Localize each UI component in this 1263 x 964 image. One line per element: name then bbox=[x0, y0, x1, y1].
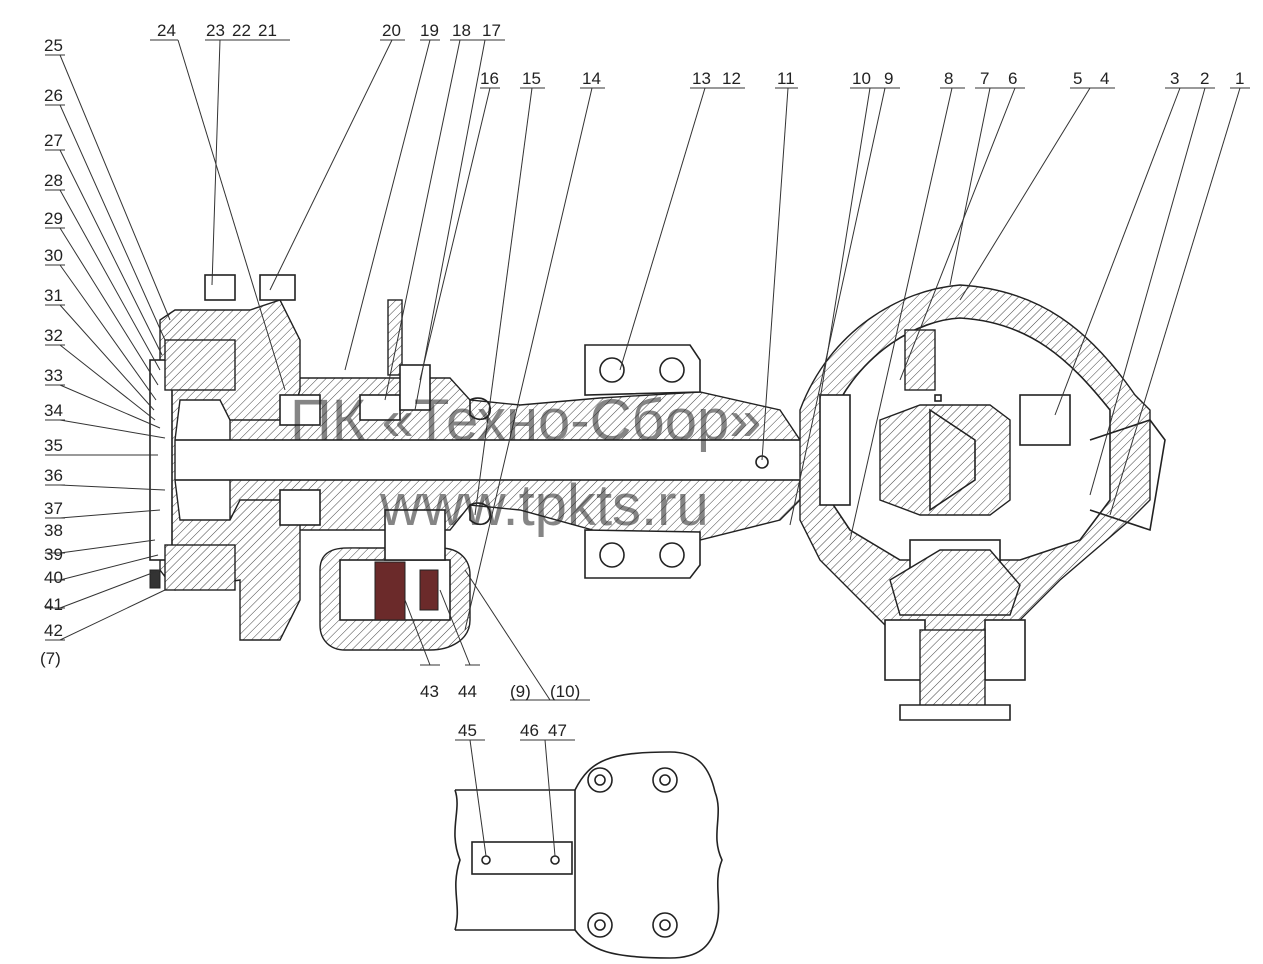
callout-5: 5 bbox=[1073, 69, 1082, 88]
callout-7-ref: (7) bbox=[40, 649, 61, 668]
callout-10-ref: (10) bbox=[550, 682, 580, 701]
callout-14: 14 bbox=[582, 69, 601, 88]
rubber-mount bbox=[319, 509, 471, 651]
callout-15: 15 bbox=[522, 69, 541, 88]
callout-10: 10 bbox=[852, 69, 871, 88]
callout-22: 22 bbox=[232, 21, 251, 40]
watermark-line-2: www.tpkts.ru bbox=[379, 473, 709, 538]
callout-numbers: 24 23 22 21 20 19 18 17 16 15 14 13 12 1… bbox=[40, 21, 1244, 740]
watermark-line-1: ПК «Техно-Сбор» bbox=[290, 388, 761, 453]
callout-18: 18 bbox=[452, 21, 471, 40]
leader-lines bbox=[45, 39, 1250, 857]
callout-7: 7 bbox=[980, 69, 989, 88]
wheel-hub bbox=[149, 274, 321, 641]
callout-27: 27 bbox=[44, 131, 63, 150]
callout-31: 31 bbox=[44, 286, 63, 305]
callout-29: 29 bbox=[44, 209, 63, 228]
callout-25: 25 bbox=[44, 36, 63, 55]
callout-43: 43 bbox=[420, 682, 439, 701]
detail-view bbox=[454, 751, 723, 959]
callout-26: 26 bbox=[44, 86, 63, 105]
callout-23: 23 bbox=[206, 21, 225, 40]
callout-6: 6 bbox=[1008, 69, 1017, 88]
callout-47: 47 bbox=[548, 721, 567, 740]
callout-19: 19 bbox=[420, 21, 439, 40]
mounting-bracket bbox=[359, 299, 491, 526]
callout-34: 34 bbox=[44, 401, 63, 420]
callout-8: 8 bbox=[944, 69, 953, 88]
callout-35: 35 bbox=[44, 436, 63, 455]
callout-37: 37 bbox=[44, 499, 63, 518]
callout-21: 21 bbox=[258, 21, 277, 40]
callout-42: 42 bbox=[44, 621, 63, 640]
callout-24: 24 bbox=[157, 21, 176, 40]
callout-9: 9 bbox=[884, 69, 893, 88]
callout-40: 40 bbox=[44, 568, 63, 587]
callout-45: 45 bbox=[458, 721, 477, 740]
callout-3: 3 bbox=[1170, 69, 1179, 88]
callout-17: 17 bbox=[482, 21, 501, 40]
callout-11: 11 bbox=[777, 69, 795, 88]
callout-13: 13 bbox=[692, 69, 711, 88]
callout-36: 36 bbox=[44, 466, 63, 485]
callout-32: 32 bbox=[44, 326, 63, 345]
callout-44: 44 bbox=[458, 682, 477, 701]
callout-28: 28 bbox=[44, 171, 63, 190]
differential bbox=[819, 329, 1071, 721]
callout-41: 41 bbox=[44, 595, 63, 614]
callout-20: 20 bbox=[382, 21, 401, 40]
watermark: ПК «Техно-Сбор» www.tpkts.ru bbox=[290, 388, 761, 538]
callout-33: 33 bbox=[44, 366, 63, 385]
callout-39: 39 bbox=[44, 545, 63, 564]
callout-16: 16 bbox=[480, 69, 499, 88]
callout-38: 38 bbox=[44, 521, 63, 540]
spring-pad bbox=[584, 344, 769, 579]
callout-1: 1 bbox=[1235, 69, 1244, 88]
callout-30: 30 bbox=[44, 246, 63, 265]
callout-12: 12 bbox=[722, 69, 741, 88]
callout-4: 4 bbox=[1100, 69, 1109, 88]
callout-2: 2 bbox=[1200, 69, 1209, 88]
callout-9-ref: (9) bbox=[510, 682, 531, 701]
callout-46: 46 bbox=[520, 721, 539, 740]
